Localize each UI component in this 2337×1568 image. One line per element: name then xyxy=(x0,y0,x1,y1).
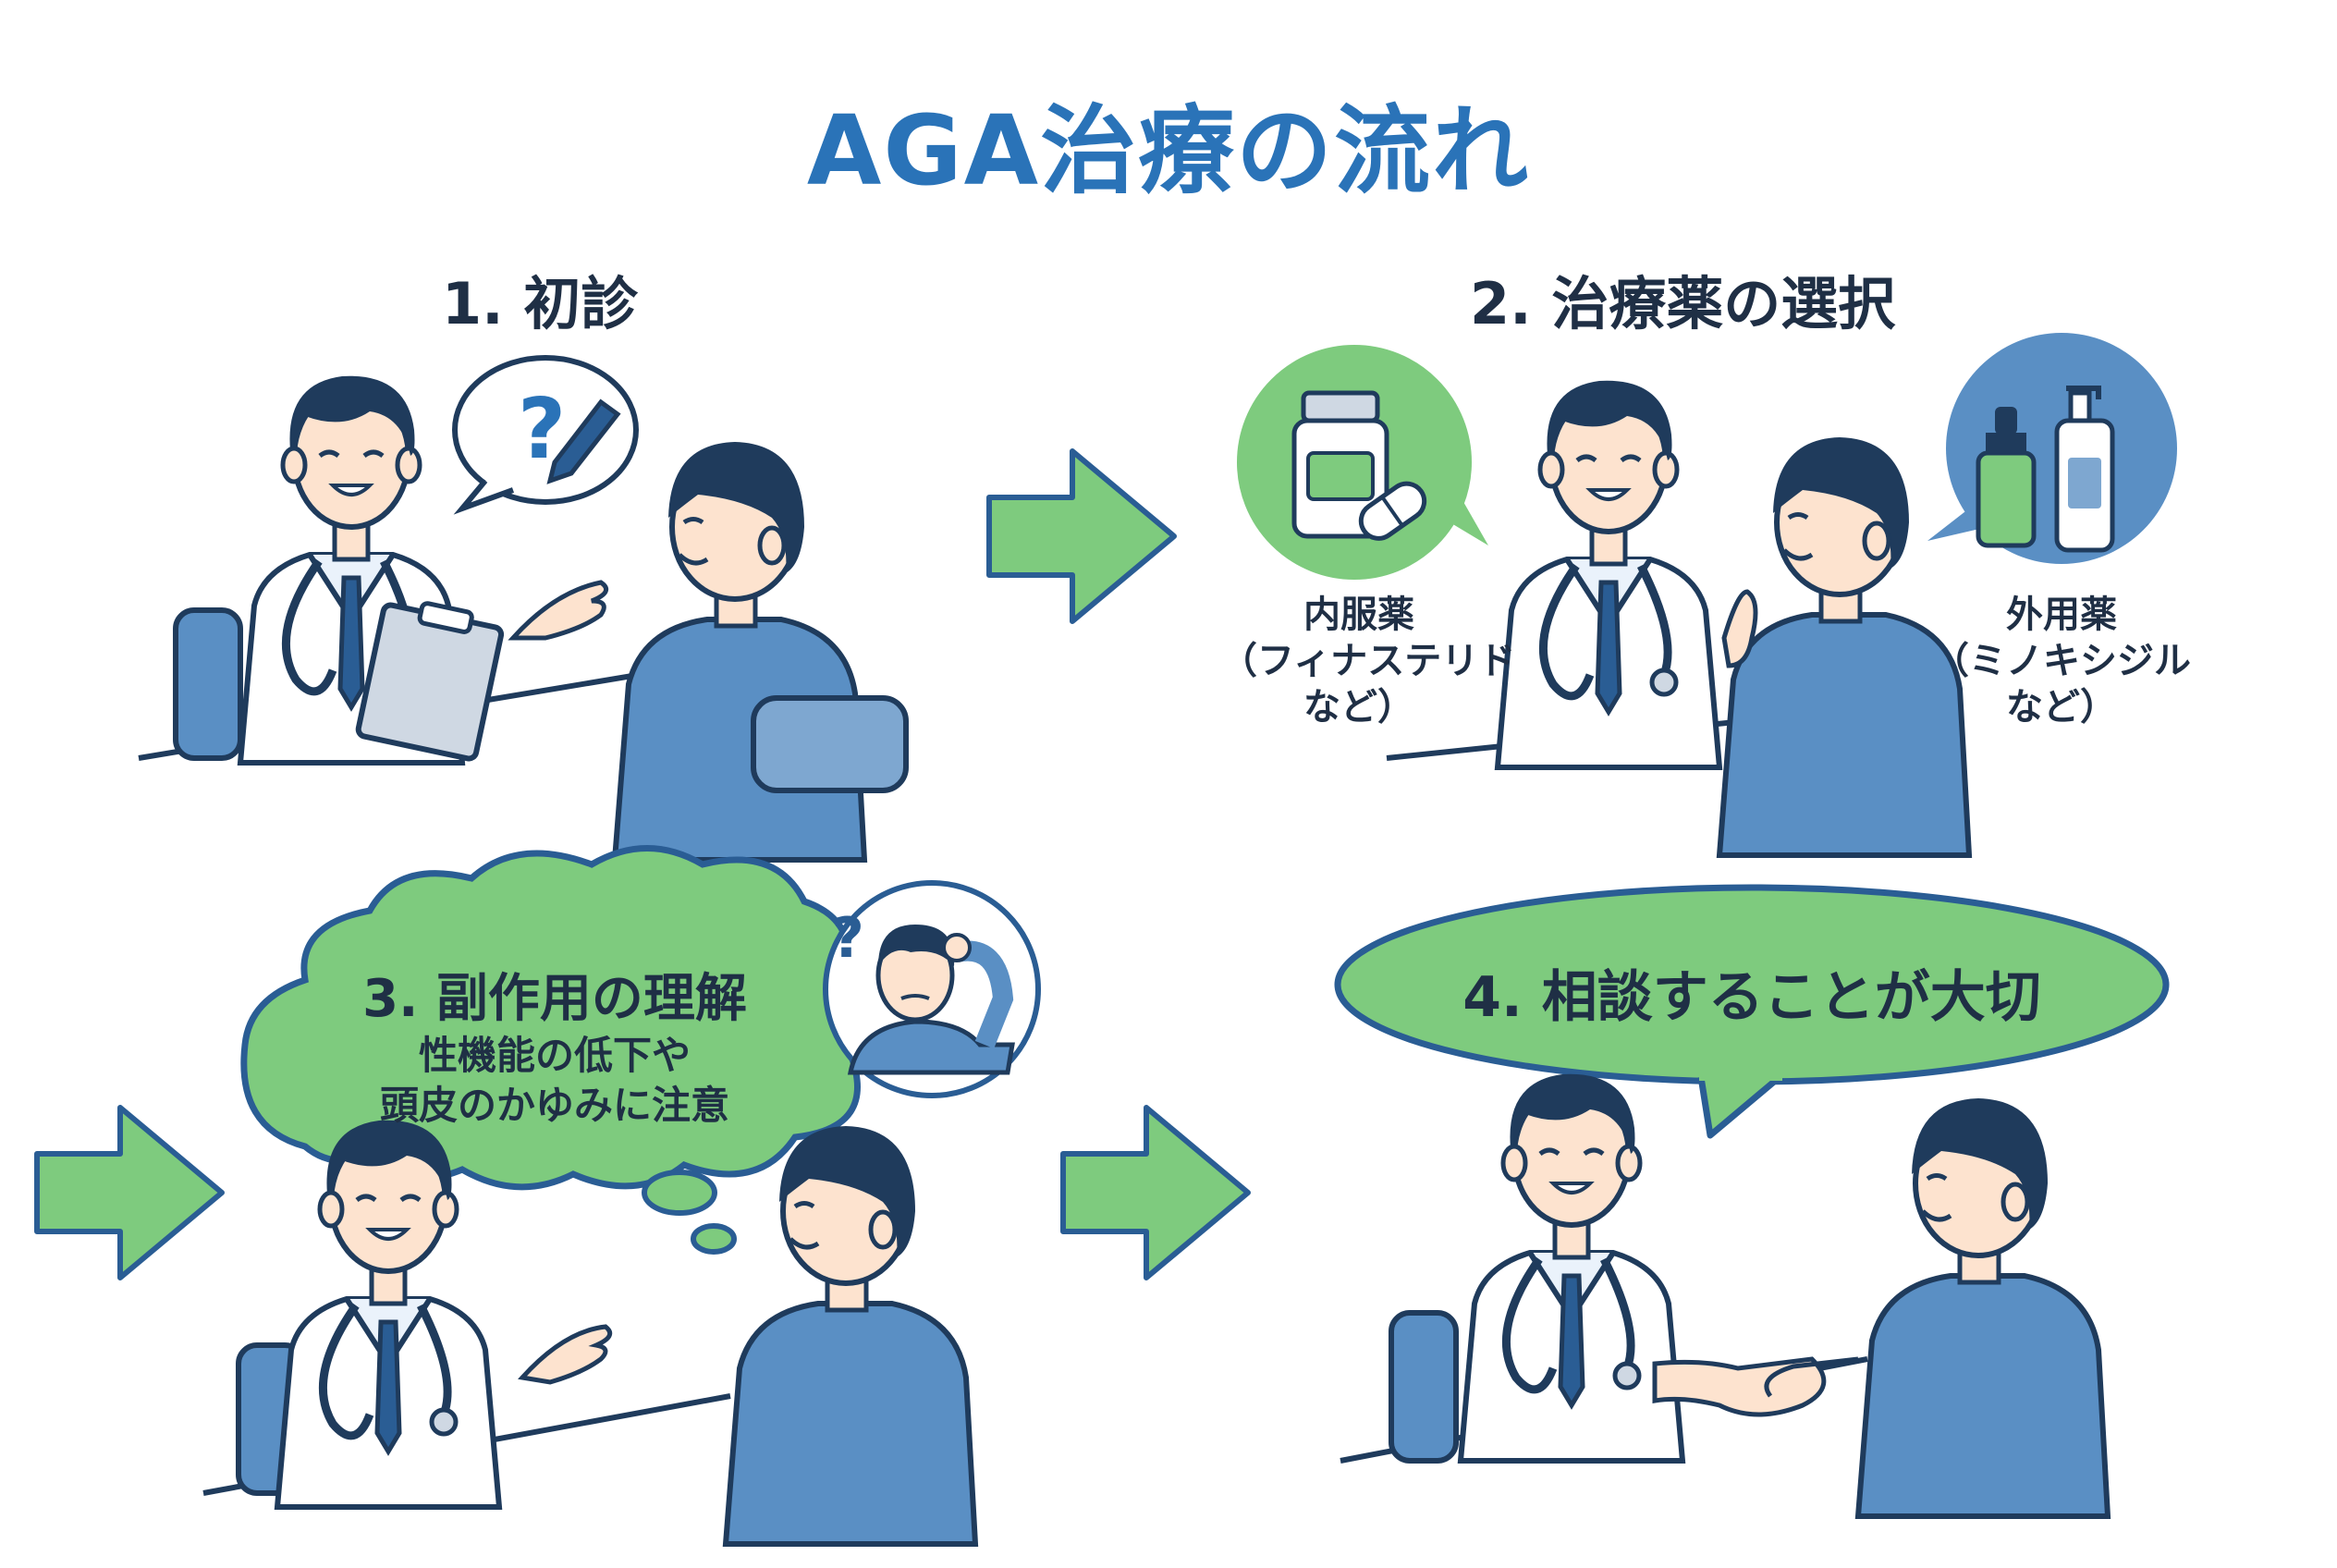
step-3-detail-line-2: 頭皮のかゆみに注意 xyxy=(379,1083,729,1128)
panel-3-scene: ? xyxy=(202,845,1041,1545)
step-3-detail-line-1: 性機能の低下や xyxy=(418,1033,691,1078)
panel-2-scene xyxy=(1237,333,2177,855)
clipboard-icon xyxy=(355,601,505,762)
step-3-detail: 性機能の低下や 頭皮のかゆみに注意 xyxy=(305,1031,804,1131)
step-3-title: 3. 副作用の理解 xyxy=(362,969,747,1029)
page-title: AGA治療の流れ xyxy=(806,94,1531,207)
capsule-icon xyxy=(1358,481,1427,541)
oral-medicine-example: （フィナステリド xyxy=(1220,640,1516,682)
step-1-title: 1. 初診 xyxy=(442,270,639,337)
question-pen-bubble: ? xyxy=(452,355,639,515)
flow-arrow-1 xyxy=(989,451,1174,621)
topical-medicine-bubble xyxy=(1927,333,2177,564)
oral-medicine-bubble xyxy=(1237,345,1488,580)
oral-medicine-name: 内服薬 xyxy=(1303,594,1414,636)
handshake-icon xyxy=(1652,1356,1859,1417)
panel-4-scene xyxy=(1334,884,2170,1516)
worried-man-icon: ? xyxy=(823,880,1041,1098)
step-4-title: 4. 相談することが大切 xyxy=(1462,965,2041,1030)
consultation-speech-bubble xyxy=(1334,884,2170,1139)
dropper-bottle-icon xyxy=(1976,407,2037,548)
side-effect-thought-cloud xyxy=(240,845,872,1255)
topical-medicine-suffix: など） xyxy=(2006,686,2117,729)
topical-medicine-label: 外用薬 （ミノキシジル など） xyxy=(1918,592,2205,730)
pill-bottle-icon xyxy=(1291,390,1389,539)
flow-arrow-3 xyxy=(1063,1108,1248,1278)
oral-medicine-suffix: など） xyxy=(1303,686,1414,729)
panel-1-scene: ? xyxy=(138,355,909,860)
topical-medicine-example: （ミノキシジル xyxy=(1932,640,2191,682)
svg-text:?: ? xyxy=(832,906,864,971)
topical-medicine-name: 外用薬 xyxy=(2006,594,2117,636)
oral-medicine-label: 内服薬 （フィナステリド など） xyxy=(1220,592,1516,730)
pump-bottle-icon xyxy=(2054,386,2115,553)
flow-arrow-2 xyxy=(37,1108,222,1278)
step-2-title: 2. 治療薬の選択 xyxy=(1470,270,1896,337)
